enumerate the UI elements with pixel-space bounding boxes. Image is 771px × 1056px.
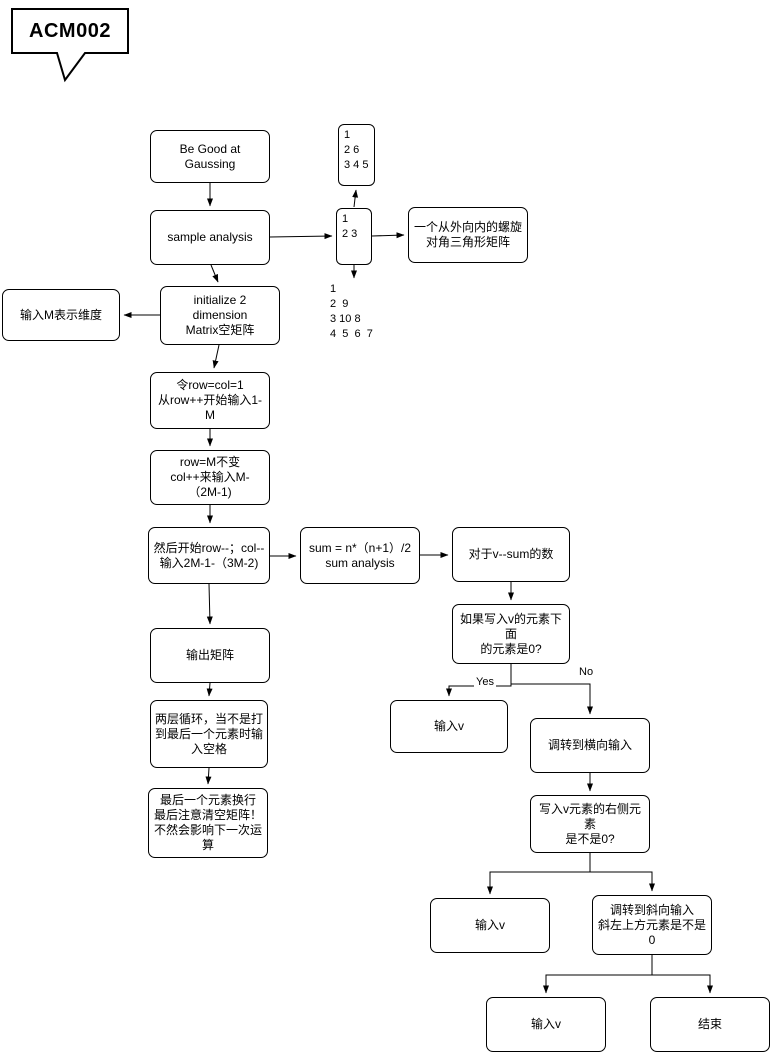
node-two-layer-loop: 两层循环，当不是打 到最后一个元素时输 入空格 <box>150 700 268 768</box>
edge-rowdec-to-output <box>206 583 213 625</box>
matrix-example-spiral: 1 2 9 3 10 8 4 5 6 7 <box>330 283 373 340</box>
decision-below-element-zero: 如果写入v的元素下面 的元素是0? <box>452 604 570 664</box>
edge-right0-to-inputv2 <box>487 853 591 895</box>
callout-title: ACM002 <box>29 19 111 42</box>
edge-init-to-rowcol <box>212 344 220 369</box>
node-input-v-1: 输入v <box>390 700 508 753</box>
node-turn-horizontal: 调转到横向输入 <box>530 718 650 773</box>
node-row-col-init: 令row=col=1 从row++开始输入1-M <box>150 372 270 429</box>
decision-right-element-zero: 写入v元素的右侧元素 是不是0? <box>530 795 650 853</box>
edge-label-yes: Yes <box>474 676 496 689</box>
edge-label-no: No <box>577 666 596 679</box>
edge-twoloop-to-lastelem <box>205 767 212 785</box>
node-turn-diagonal: 调转到斜向输入 斜左上方元素是不是0 <box>592 895 712 955</box>
node-input-v-2: 输入v <box>430 898 550 953</box>
matrix-example-triangle: 1 2 6 3 4 5 <box>338 124 375 186</box>
node-for-v-sum: 对于v--sum的数 <box>452 527 570 582</box>
node-sum-formula: sum = n*（n+1）/2 sum analysis <box>300 527 420 584</box>
node-input-v-3: 输入v <box>486 997 606 1052</box>
node-be-good-at-gaussing: Be Good at Gaussing <box>150 130 270 183</box>
edge-diagonal-to-end <box>651 955 713 994</box>
edge-matrix12-to-matrix1 <box>352 189 359 208</box>
node-input-m-dimension: 输入M表示维度 <box>2 289 120 341</box>
node-row-m-fixed: row=M不变 col++来输入M-（2M-1) <box>150 450 270 505</box>
node-last-element-note: 最后一个元素换行 最后注意清空矩阵！ 不然会影响下一次运 算 <box>148 788 268 858</box>
node-spiral-description: 一个从外向内的螺旋 对角三角形矩阵 <box>408 207 528 263</box>
edge-sample-to-matrix12 <box>269 233 333 240</box>
callout-shape <box>11 8 129 83</box>
node-row-decrement: 然后开始row--；col-- 输入2M-1-（3M-2) <box>148 527 270 584</box>
edge-diagonal-to-inputv3 <box>543 955 653 994</box>
edge-matrix12-to-spiral <box>371 232 405 239</box>
matrix-example-small: 1 2 3 <box>336 208 372 265</box>
edge-output-to-twoloop <box>206 682 213 697</box>
edge-right0-to-diagonal <box>589 853 655 892</box>
edge-sample-to-init <box>210 264 219 283</box>
node-end: 结束 <box>650 997 770 1052</box>
node-sample-analysis: sample analysis <box>150 210 270 265</box>
node-output-matrix: 输出矩阵 <box>150 628 270 683</box>
node-initialize-matrix: initialize 2 dimension Matrix空矩阵 <box>160 286 280 345</box>
edge-below0-to-horizontal-no <box>510 664 593 715</box>
